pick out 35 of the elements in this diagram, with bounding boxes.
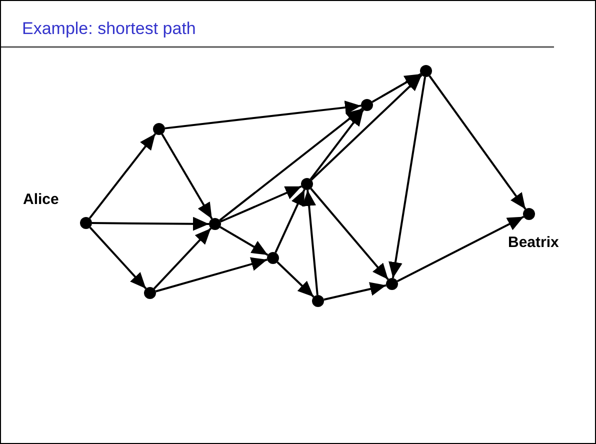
slide-title: Example: shortest path	[22, 19, 196, 39]
graph-vertex	[267, 252, 279, 264]
vertex-label: Beatrix	[508, 234, 559, 251]
arrow	[164, 100, 362, 130]
arrow	[274, 189, 306, 253]
arrow	[388, 76, 426, 278]
arrow	[88, 133, 156, 219]
arrow	[302, 190, 318, 296]
arrow	[220, 226, 268, 256]
graph-vertex	[312, 295, 324, 307]
graph-vertex	[153, 123, 165, 135]
arrow	[310, 188, 389, 280]
graph-vertex	[361, 99, 373, 111]
graph-vertex	[420, 65, 432, 77]
arrow	[372, 73, 422, 103]
arrow	[156, 257, 268, 292]
graph-vertex	[209, 218, 221, 230]
arrow	[220, 185, 302, 223]
arrow	[310, 74, 422, 181]
arrow	[428, 75, 526, 210]
arrow	[153, 228, 212, 290]
arrow	[276, 261, 314, 298]
graph-vertex	[301, 178, 313, 190]
arrow	[92, 216, 210, 231]
vertex-label: Alice	[23, 191, 59, 208]
arrow	[161, 134, 213, 220]
arrow	[89, 226, 147, 290]
arrow	[324, 282, 386, 301]
arrow	[219, 108, 363, 222]
graph-vertex	[144, 287, 156, 299]
graph-vertex	[523, 208, 535, 220]
graph-vertex	[80, 217, 92, 229]
graph-vertex	[386, 278, 398, 290]
arrow	[396, 216, 524, 282]
arrow	[310, 109, 364, 180]
